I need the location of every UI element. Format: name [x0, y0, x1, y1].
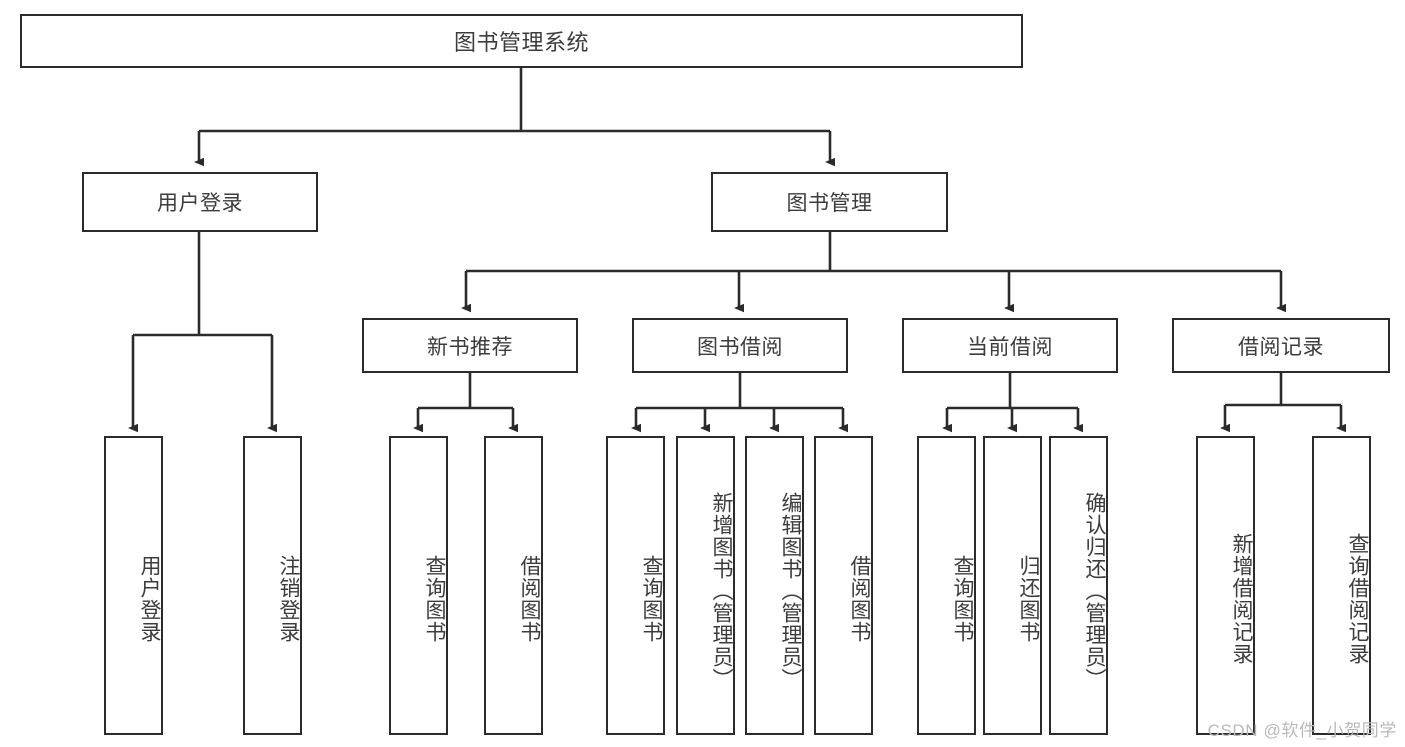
- leaf-borrow-record-add-label: 新增借阅记录: [1230, 532, 1253, 665]
- leaf-user-login-login-label: 用户登录: [138, 554, 161, 643]
- node-root[interactable]: 图书管理系统: [20, 14, 1023, 68]
- node-new-book-recommend-label: 新书推荐: [427, 335, 513, 359]
- leaf-borrow-record-query-label: 查询借阅记录: [1346, 532, 1369, 665]
- leaf-current-borrow-query-label: 查询图书: [951, 554, 974, 643]
- leaf-borrow-record-add[interactable]: 新增借阅记录: [1196, 436, 1255, 735]
- leaf-book-borrow-edit-label: 编辑图书（管理员）: [779, 491, 802, 690]
- node-borrow-record-label: 借阅记录: [1238, 335, 1324, 359]
- leaf-current-borrow-query[interactable]: 查询图书: [917, 436, 976, 735]
- leaf-user-login-logout-label: 注销登录: [277, 554, 300, 643]
- leaf-new-book-query-label: 查询图书: [423, 554, 446, 643]
- leaf-borrow-record-query[interactable]: 查询借阅记录: [1312, 436, 1371, 735]
- leaf-new-book-borrow-label: 借阅图书: [518, 554, 541, 643]
- leaf-book-borrow-borrow[interactable]: 借阅图书: [814, 436, 873, 735]
- node-root-label: 图书管理系统: [453, 30, 589, 55]
- leaf-current-borrow-return-label: 归还图书: [1017, 554, 1040, 643]
- node-user-login[interactable]: 用户登录: [82, 172, 318, 232]
- leaf-current-borrow-return[interactable]: 归还图书: [983, 436, 1042, 735]
- leaf-book-borrow-add-label: 新增图书（管理员）: [710, 491, 733, 690]
- node-current-borrow[interactable]: 当前借阅: [902, 318, 1118, 373]
- node-user-login-label: 用户登录: [157, 192, 243, 215]
- leaf-book-borrow-add[interactable]: 新增图书（管理员）: [676, 436, 735, 735]
- leaf-new-book-borrow[interactable]: 借阅图书: [484, 436, 543, 735]
- leaf-current-borrow-confirm-label: 确认归还（管理员）: [1083, 491, 1106, 690]
- node-book-borrow[interactable]: 图书借阅: [632, 318, 848, 373]
- leaf-book-borrow-query-label: 查询图书: [640, 554, 663, 643]
- leaf-current-borrow-confirm[interactable]: 确认归还（管理员）: [1049, 436, 1108, 735]
- node-borrow-record[interactable]: 借阅记录: [1172, 318, 1390, 373]
- watermark: CSDN @软件_小贺同学: [1207, 721, 1397, 740]
- leaf-new-book-query[interactable]: 查询图书: [389, 436, 448, 735]
- leaf-book-borrow-query[interactable]: 查询图书: [606, 436, 665, 735]
- node-book-management[interactable]: 图书管理: [711, 172, 948, 232]
- leaf-book-borrow-edit[interactable]: 编辑图书（管理员）: [745, 436, 804, 735]
- leaf-user-login-login[interactable]: 用户登录: [104, 436, 163, 735]
- node-book-borrow-label: 图书借阅: [697, 335, 783, 359]
- node-book-management-label: 图书管理: [786, 192, 873, 215]
- node-current-borrow-label: 当前借阅: [967, 335, 1053, 359]
- node-new-book-recommend[interactable]: 新书推荐: [362, 318, 578, 373]
- leaf-user-login-logout[interactable]: 注销登录: [243, 436, 302, 735]
- leaf-book-borrow-borrow-label: 借阅图书: [848, 554, 871, 643]
